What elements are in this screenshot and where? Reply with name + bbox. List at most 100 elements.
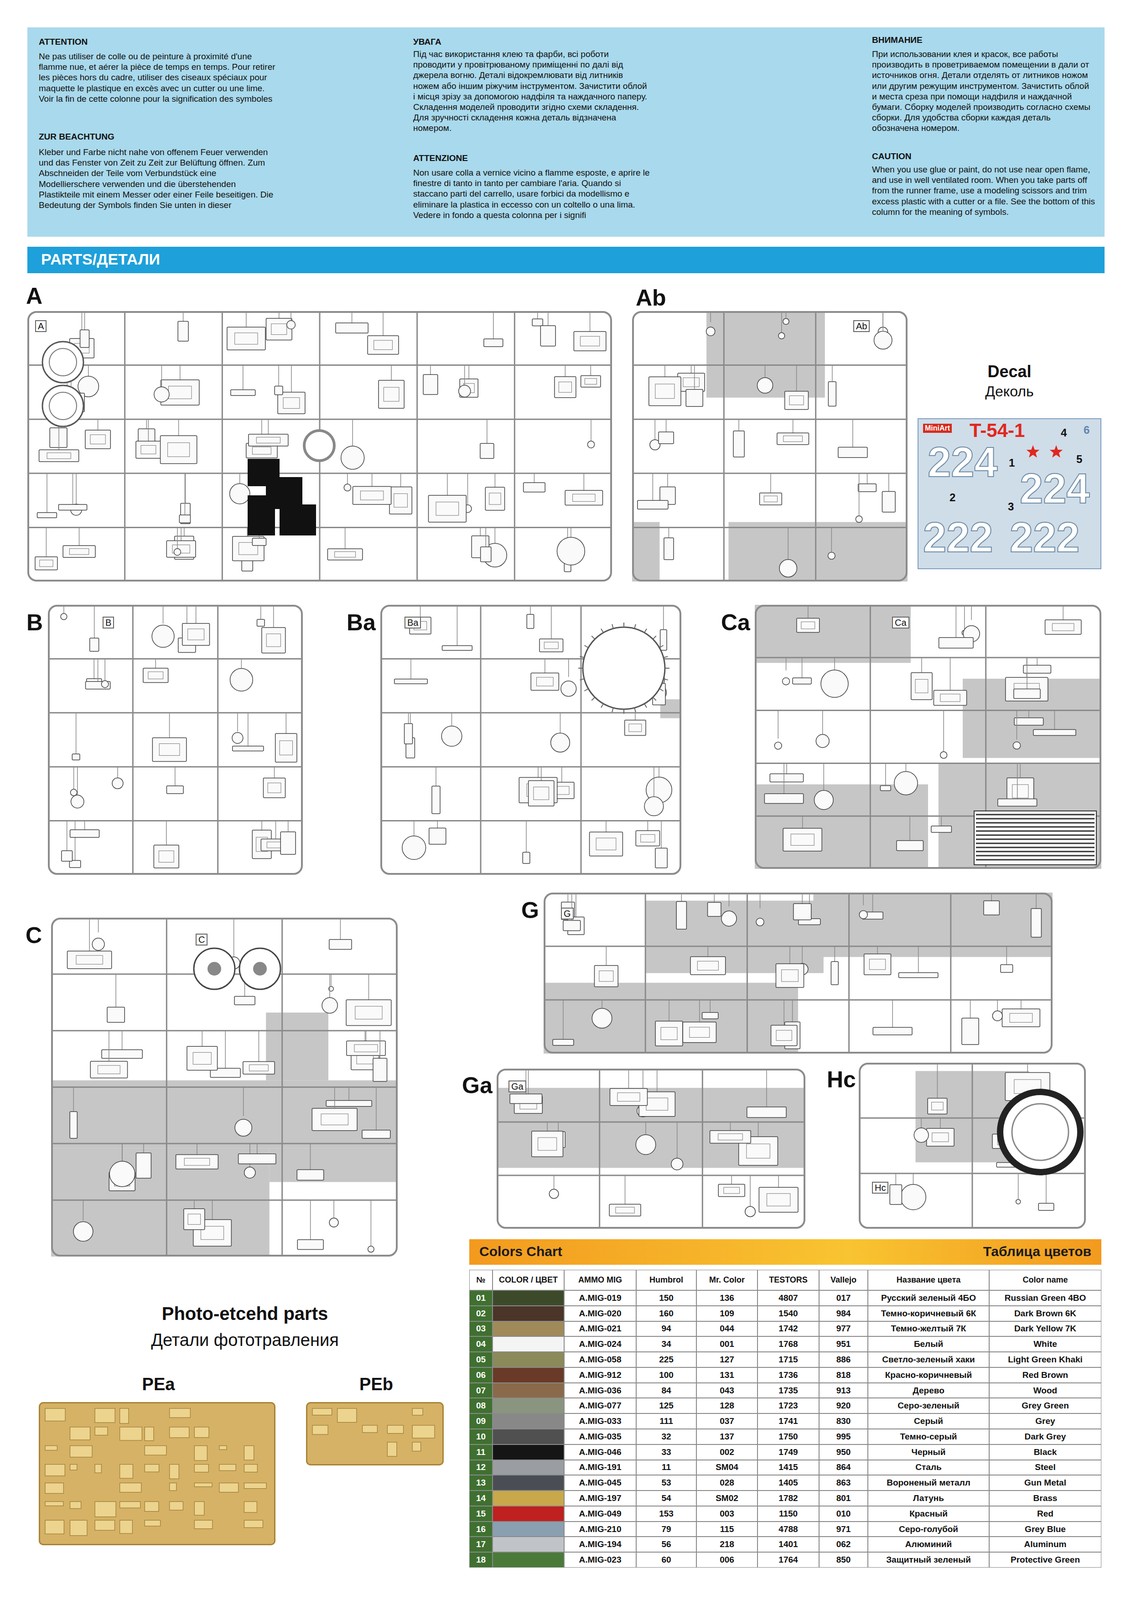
table-cell: A.MIG-021 xyxy=(564,1321,637,1337)
color-swatch xyxy=(492,1336,565,1352)
row-number: 07 xyxy=(469,1382,493,1399)
table-cell: 56 xyxy=(636,1536,697,1552)
table-cell: 017 xyxy=(819,1290,868,1306)
table-cell: 951 xyxy=(819,1336,868,1352)
table-cell: Темно-коричневый 6К xyxy=(867,1305,990,1322)
table-cell: 32 xyxy=(636,1428,697,1445)
table-cell: 010 xyxy=(819,1505,868,1522)
color-name: White xyxy=(989,1336,1102,1352)
table-cell: Русский зеленый 4БО xyxy=(867,1290,990,1306)
section-title: PARTS/ДЕТАЛИ xyxy=(41,250,161,269)
table-cell: Серо-зеленый xyxy=(867,1397,990,1414)
table-cell: 84 xyxy=(636,1382,697,1399)
warning-heading: УВАГА xyxy=(413,36,660,47)
fret-label: PEa xyxy=(21,1374,296,1395)
sprue-frame: BaBa xyxy=(380,604,682,875)
row-number: 04 xyxy=(469,1336,493,1352)
row-number: 11 xyxy=(469,1444,493,1460)
row-number: 14 xyxy=(469,1490,493,1506)
table-header: TESTORS xyxy=(757,1269,820,1291)
table-cell: Красный xyxy=(867,1505,990,1522)
color-name: Protective Green xyxy=(989,1551,1102,1568)
table-header: Vallejo xyxy=(819,1269,868,1291)
table-cell: 137 xyxy=(696,1428,758,1445)
table-cell: Красно-коричневый xyxy=(867,1367,990,1383)
table-header: Название цвета xyxy=(867,1269,990,1291)
sprue-tag: G xyxy=(560,907,574,920)
color-swatch xyxy=(492,1382,565,1399)
row-number: 16 xyxy=(469,1521,493,1537)
table-cell: 128 xyxy=(696,1397,758,1414)
color-swatch xyxy=(492,1428,565,1445)
table-cell: 1736 xyxy=(757,1367,820,1383)
sprue-parts xyxy=(496,1068,806,1229)
color-name: Grey xyxy=(989,1413,1102,1429)
photo-etch-fret: PEb xyxy=(306,1401,444,1466)
decal-number: 224 xyxy=(1019,467,1090,510)
callout-number: 1 xyxy=(1008,457,1015,469)
table-cell: Дерево xyxy=(867,1382,990,1399)
sprue-frame: GG xyxy=(543,892,1053,1054)
table-cell: 886 xyxy=(819,1351,868,1368)
table-cell: A.MIG-023 xyxy=(564,1551,637,1568)
color-name: Black xyxy=(989,1444,1102,1460)
sprue-letter: G xyxy=(521,898,540,922)
table-cell: 801 xyxy=(819,1490,868,1506)
table-cell: A.MIG-046 xyxy=(564,1444,637,1460)
sprue-letter: A xyxy=(25,284,43,308)
table-cell: 830 xyxy=(819,1413,868,1429)
chart-header: Colors Chart Таблица цветов xyxy=(469,1239,1102,1265)
color-swatch xyxy=(492,1490,565,1506)
sprue-frame: CC xyxy=(51,917,398,1257)
brand-logo: MiniArt xyxy=(923,423,952,433)
color-name: Red Brown xyxy=(989,1367,1102,1383)
table-cell: A.MIG-191 xyxy=(564,1459,637,1476)
color-name: Dark Yellow 7K xyxy=(989,1321,1102,1337)
row-number: 13 xyxy=(469,1474,493,1491)
table-cell: 971 xyxy=(819,1521,868,1537)
table-cell: Серо-голубой xyxy=(867,1521,990,1537)
table-cell: 100 xyxy=(636,1367,697,1383)
warning-heading: ZUR BEACHTUNG xyxy=(38,131,286,142)
row-number: 06 xyxy=(469,1367,493,1383)
color-name: Dark Brown 6K xyxy=(989,1305,1102,1322)
table-cell: 1768 xyxy=(757,1336,820,1352)
table-cell: 109 xyxy=(696,1305,758,1322)
table-cell: 002 xyxy=(696,1444,758,1460)
table-cell: 1764 xyxy=(757,1551,820,1568)
warning-heading: ATTENZIONE xyxy=(413,152,660,164)
sprue-frame: AbAb xyxy=(632,311,908,582)
table-cell: 864 xyxy=(819,1459,868,1476)
table-cell: 850 xyxy=(819,1551,868,1568)
sprue-tag: A xyxy=(35,320,47,333)
sprue-parts xyxy=(27,311,613,582)
sprue-parts xyxy=(543,892,1053,1054)
sprue-letter: Ca xyxy=(721,611,751,634)
warning-heading: ВНИМАНИЕ xyxy=(871,34,1096,46)
row-number: 01 xyxy=(469,1290,493,1306)
color-swatch xyxy=(492,1305,565,1322)
decal-sheet: DecalДекольMiniArtT-54-12242242222221234… xyxy=(917,418,1102,570)
fret-label: PEb xyxy=(289,1374,464,1395)
chart-title: Таблица цветов xyxy=(983,1243,1092,1260)
color-swatch xyxy=(492,1536,565,1552)
color-name: Wood xyxy=(989,1382,1102,1399)
table-cell: Темно-серый xyxy=(867,1428,990,1445)
table-cell: 1401 xyxy=(757,1536,820,1552)
sprue-parts xyxy=(754,604,1102,869)
sprue-tag: C xyxy=(195,933,208,946)
decal-number: 222 xyxy=(1009,516,1080,559)
table-cell: 920 xyxy=(819,1397,868,1414)
table-cell: A.MIG-194 xyxy=(564,1536,637,1552)
table-cell: 131 xyxy=(696,1367,758,1383)
table-cell: Светло-зеленый хаки xyxy=(867,1351,990,1368)
chart-title: Colors Chart xyxy=(479,1243,563,1260)
warning-text: Kleber und Farbe nicht nahe von offenem … xyxy=(38,146,276,211)
table-cell: A.MIG-035 xyxy=(564,1428,637,1445)
table-cell: 1715 xyxy=(757,1351,820,1368)
table-cell: 995 xyxy=(819,1428,868,1445)
table-cell: 062 xyxy=(819,1536,868,1552)
table-cell: 136 xyxy=(696,1290,758,1306)
warning-text: Під час використання клею та фарби, всі … xyxy=(413,48,651,134)
table-cell: A.MIG-019 xyxy=(564,1290,637,1306)
